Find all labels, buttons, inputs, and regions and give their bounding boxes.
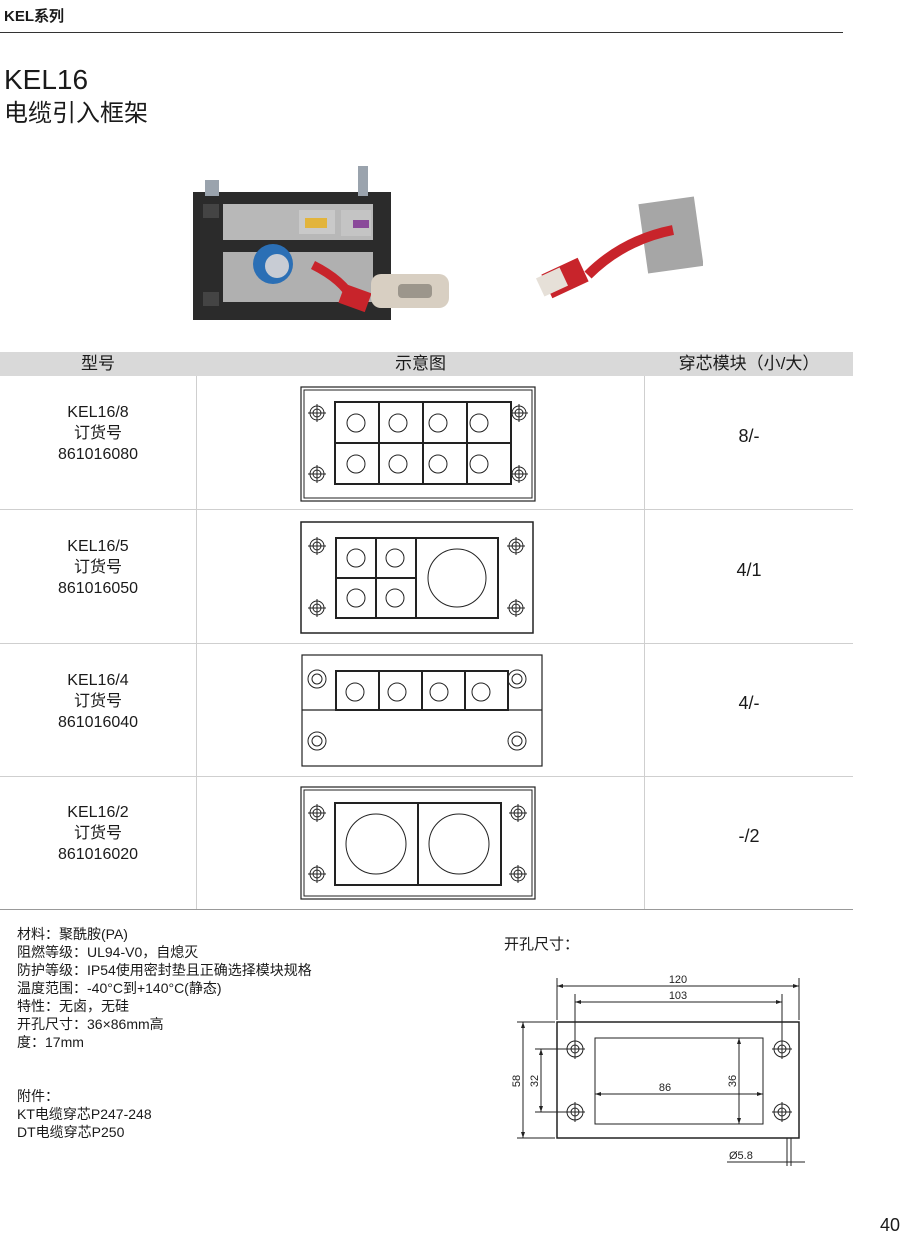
order-label: 订货号: [73, 825, 122, 842]
row-divider: [0, 643, 853, 644]
spec-list: 材料：聚酰胺(PA) 阻燃等级：UL94-V0，自熄灭 防护等级：IP54使用密…: [17, 925, 312, 1051]
modules-value: 8/-: [738, 426, 760, 446]
model-name: KEL16/2: [67, 804, 129, 821]
order-label: 订货号: [73, 693, 122, 710]
cutout-drawing: 120 103 86 36 32 58 Ø5.8: [511, 974, 805, 1166]
diagram-kel16-8: [300, 386, 536, 502]
table-header: 型号 示意图 穿芯模块（小/大）: [0, 352, 853, 376]
product-subtitle: 电缆引入框架: [4, 100, 148, 127]
order-label: 订货号: [73, 559, 122, 576]
spec-cutout: 开孔尺寸：36×86mm高: [17, 1016, 164, 1032]
modules-value: 4/-: [738, 693, 760, 713]
order-number: 861016020: [57, 846, 139, 863]
accessory-item: KT电缆穿芯P247-248: [17, 1106, 152, 1122]
cutout-title: 开孔尺寸：: [504, 936, 580, 953]
column-divider: [196, 376, 197, 909]
table-row: KEL16/5 订货号 861016050: [0, 536, 196, 599]
table-row: KEL16/2 订货号 861016020: [0, 802, 196, 865]
spec-features: 特性：无卤，无硅: [17, 998, 129, 1014]
diagram-kel16-5: [300, 521, 534, 634]
diagram-kel16-2: [300, 786, 536, 900]
order-label: 订货号: [73, 425, 122, 442]
header-modules: 穿芯模块（小/大）: [678, 354, 820, 373]
header-rule: [0, 32, 843, 33]
modules-value: 4/1: [736, 560, 762, 580]
dim-outer-height: 58: [511, 1075, 523, 1087]
model-name: KEL16/8: [67, 404, 129, 421]
dim-hole-diameter: Ø5.8: [729, 1150, 753, 1162]
order-number: 861016040: [57, 714, 139, 731]
product-photo: [193, 166, 703, 320]
table-row: KEL16/8 订货号 861016080: [0, 402, 196, 465]
model-name: KEL16/4: [67, 672, 129, 689]
spec-protection: 防护等级：IP54使用密封垫且正确选择模块规格: [17, 962, 312, 978]
header-model: 型号: [81, 354, 115, 373]
row-divider: [0, 776, 853, 777]
table-bottom-rule: [0, 909, 853, 910]
accessory-item: DT电缆穿芯P250: [17, 1124, 125, 1140]
order-number: 861016050: [57, 580, 139, 597]
dim-hole-spacing-v: 32: [529, 1075, 541, 1087]
spec-flammability: 阻燃等级：UL94-V0，自熄灭: [17, 944, 199, 960]
accessories: 附件： KT电缆穿芯P247-248 DT电缆穿芯P250: [17, 1087, 152, 1141]
row-divider: [0, 509, 853, 510]
dim-opening-width: 86: [659, 1082, 671, 1094]
dim-outer-width: 120: [669, 974, 687, 986]
dim-opening-height: 36: [727, 1075, 739, 1087]
accessories-title: 附件：: [17, 1088, 59, 1104]
spec-material: 材料：聚酰胺(PA): [17, 926, 128, 942]
spec-depth: 度：17mm: [17, 1034, 84, 1050]
page-number: 40: [880, 1215, 901, 1235]
spec-temperature: 温度范围：-40°C到+140°C(静态): [17, 980, 222, 996]
product-title: KEL16: [4, 64, 89, 95]
order-number: 861016080: [57, 446, 139, 463]
model-name: KEL16/5: [67, 538, 129, 555]
header-diagram: 示意图: [395, 354, 446, 373]
series-title: KEL系列: [4, 8, 65, 25]
column-divider: [644, 376, 645, 909]
table-row: KEL16/4 订货号 861016040: [0, 670, 196, 733]
modules-value: -/2: [738, 826, 760, 846]
diagram-kel16-4: [301, 654, 543, 767]
dim-hole-spacing: 103: [669, 990, 687, 1002]
